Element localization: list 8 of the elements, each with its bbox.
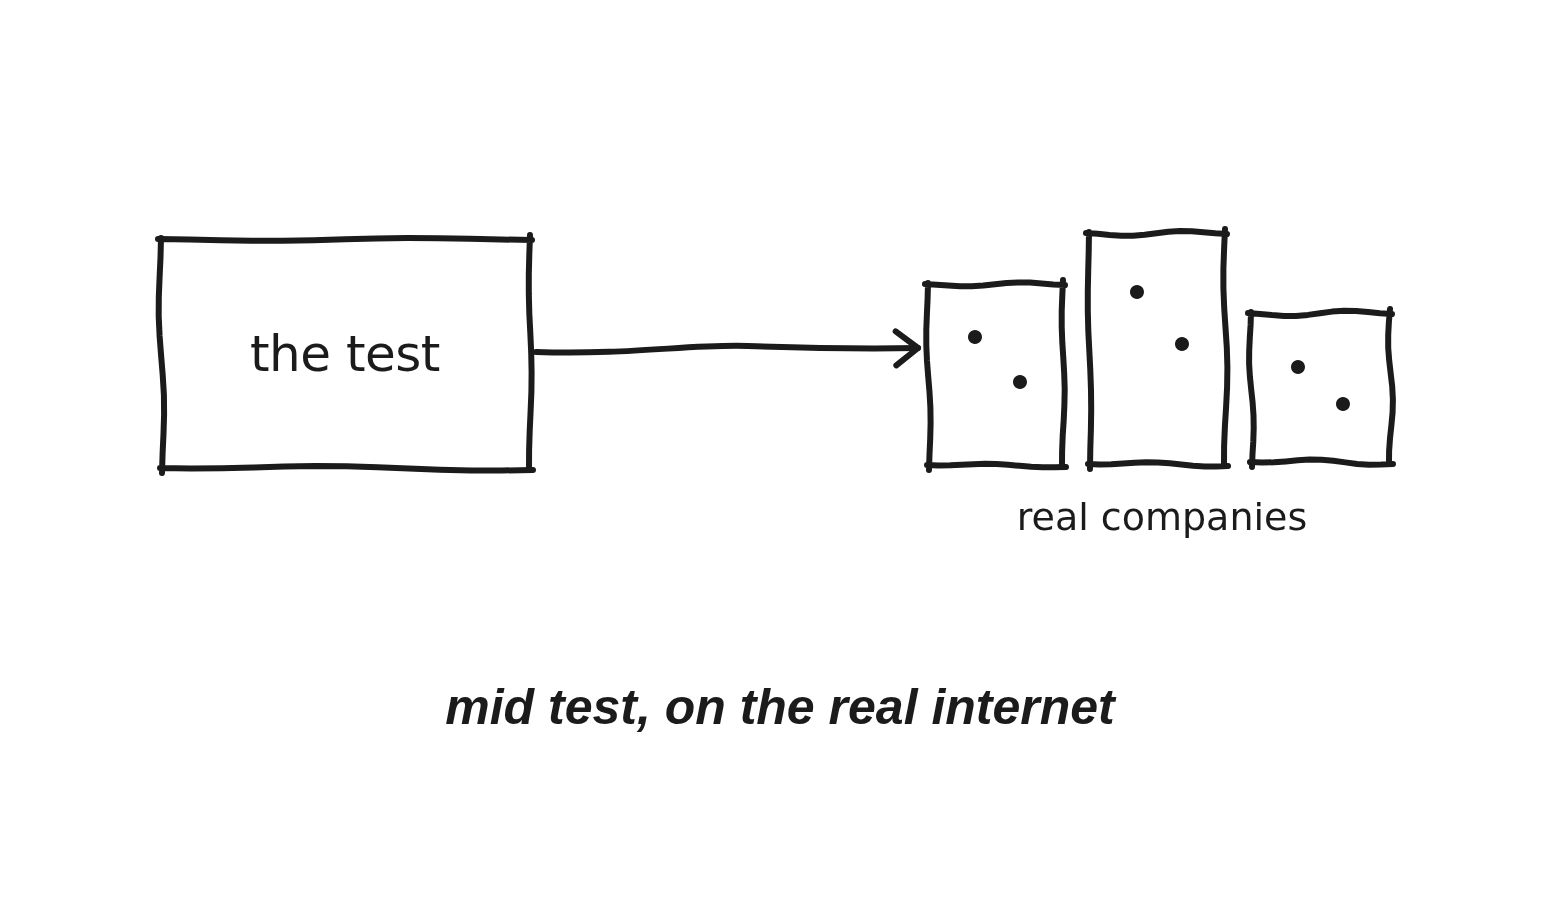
arrow [533, 328, 921, 369]
caption: mid test, on the real internet [445, 678, 1115, 737]
sketch-box [154, 232, 536, 476]
group-label: real companies [1015, 494, 1309, 541]
building-outline [1244, 306, 1396, 470]
building-outline [921, 277, 1069, 473]
box-label: the test [250, 323, 440, 385]
building-outline [1082, 226, 1231, 472]
